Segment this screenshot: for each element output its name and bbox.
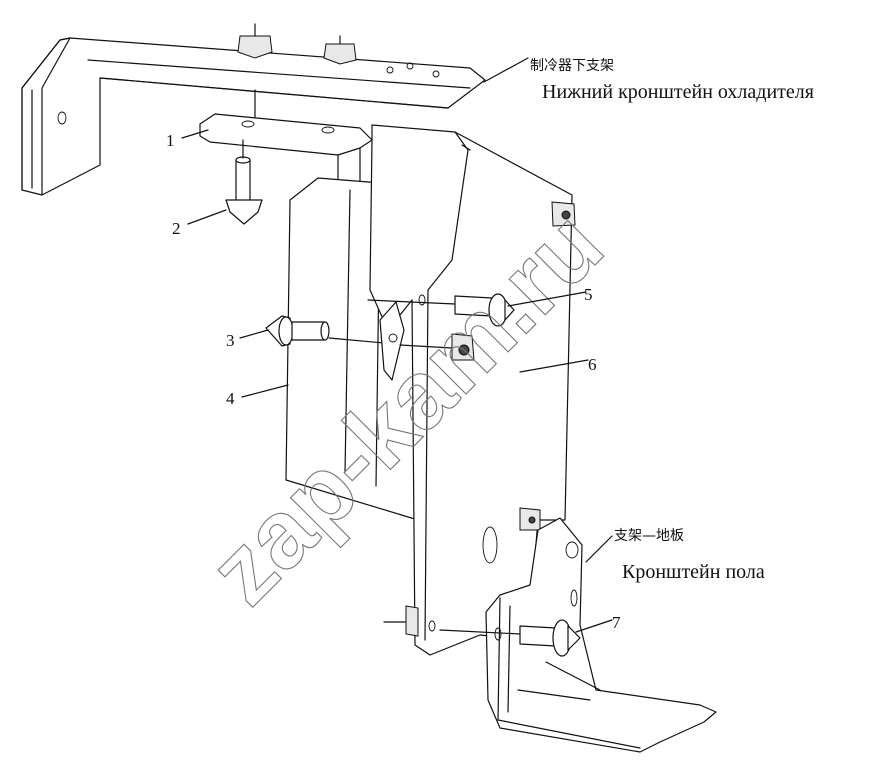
leader-lines bbox=[181, 57, 613, 633]
part-2-bolt bbox=[225, 139, 263, 225]
callout-2: 2 bbox=[172, 219, 181, 238]
floor-bracket-label-cn: 支架—地板 bbox=[614, 528, 684, 544]
floor-bracket bbox=[405, 517, 717, 753]
callout-4: 4 bbox=[226, 389, 235, 408]
callout-3: 3 bbox=[226, 331, 235, 350]
callout-1: 1 bbox=[166, 131, 175, 150]
floor-bracket-label-ru: Кронштейн пола bbox=[622, 561, 765, 583]
part-6-main-plate bbox=[369, 124, 576, 656]
lower-cooler-bracket bbox=[21, 23, 486, 196]
callout-6: 6 bbox=[588, 355, 597, 374]
callout-7: 7 bbox=[612, 613, 621, 632]
center-clip bbox=[379, 301, 475, 381]
cooler-bracket-label-cn: 制冷器下支架 bbox=[530, 58, 614, 74]
cooler-bracket-label-ru: Нижний кронштейн охладителя bbox=[542, 81, 814, 103]
part-5-bolt bbox=[367, 293, 515, 327]
part-7-bolt bbox=[519, 619, 581, 657]
callout-5: 5 bbox=[584, 285, 593, 304]
part-3-bolt bbox=[265, 315, 396, 347]
